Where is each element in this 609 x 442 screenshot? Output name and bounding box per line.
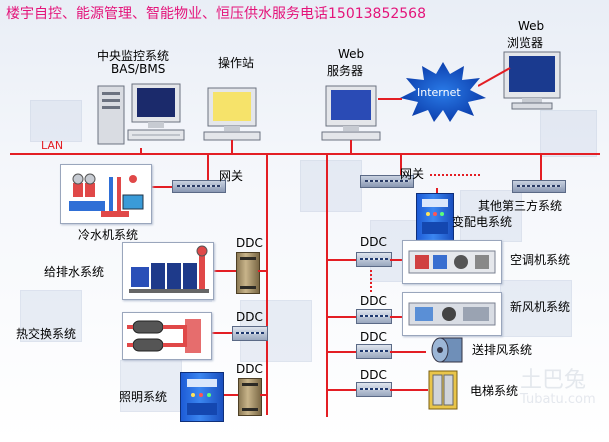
- third-party-gateway-device: [512, 180, 566, 193]
- background-tile: [30, 100, 82, 142]
- left-ddc-trunk: [266, 155, 268, 415]
- link-lighting-to-ddc: [222, 394, 238, 396]
- web-server-sublabel: 服务器: [327, 64, 364, 78]
- ac-system-label: 空调机系统: [510, 253, 571, 267]
- ddc-controller-ac: [356, 252, 392, 267]
- central-monitor-label: 中央监控系统: [97, 49, 170, 63]
- link-ddc-to-fresh: [390, 316, 404, 318]
- exhaust-fan-icon: [428, 334, 464, 366]
- link-trunk-to-ddc-fresh: [326, 316, 356, 318]
- background-tile: [120, 360, 182, 412]
- ddc-label: DDC: [360, 368, 387, 382]
- gateway-left-label: 网关: [219, 169, 244, 183]
- ddc-label: DDC: [236, 362, 263, 376]
- substation-label: 变配电系统: [452, 215, 513, 229]
- link-ddc-to-elevator: [390, 389, 428, 391]
- web-server-computer: [320, 84, 382, 142]
- ac-unit-image: [402, 240, 502, 284]
- link-lan-to-left-gateway: [207, 155, 209, 181]
- ddc-controller-lighting: [238, 378, 262, 416]
- background-tile: [540, 110, 597, 157]
- link-trunk-to-ddc-elevator: [326, 389, 356, 391]
- fresh-air-unit-image: [402, 292, 502, 336]
- right-ddc-trunk: [326, 155, 328, 417]
- gateway-device-right: [360, 175, 414, 188]
- web-server-label: Web: [338, 47, 365, 61]
- link-ddc-water: [258, 270, 266, 272]
- lighting-system-label: 照明系统: [119, 390, 168, 404]
- elevator-icon: [428, 370, 458, 410]
- gateway-device-left: [172, 180, 226, 193]
- exhaust-system-label: 送排风系统: [472, 343, 533, 357]
- link-water-to-ddc: [210, 270, 236, 272]
- link-workstation-to-lan: [231, 140, 233, 154]
- chiller-system-label: 冷水机系统: [78, 228, 139, 242]
- elevator-system-label: 电梯系统: [470, 384, 519, 398]
- banner-text: 楼宇自控、能源管理、智能物业、恒压供水服务电话15013852568: [6, 6, 426, 22]
- ddc-label: DDC: [360, 235, 387, 249]
- lighting-cabinet: [180, 372, 224, 422]
- ddc-controller-heat: [232, 326, 268, 341]
- ddc-controller-elevator: [356, 382, 392, 397]
- workstation-label: 操作站: [218, 56, 255, 70]
- link-server-to-lan: [350, 140, 352, 154]
- substation-cabinet: [416, 193, 454, 241]
- link-heat-to-ddc: [210, 332, 232, 334]
- watermark-domain-text: Tubatu.com: [520, 392, 596, 407]
- browser-sublabel: 浏览器: [507, 36, 544, 50]
- central-monitor-sublabel: BAS/BMS: [111, 62, 166, 76]
- background-tile: [20, 290, 82, 342]
- water-system-label: 给排水系统: [44, 265, 105, 279]
- heat-exchange-image: [122, 312, 212, 360]
- gateway-right-label: 网关: [400, 167, 425, 181]
- link-trunk-to-ddc-exhaust: [326, 351, 356, 353]
- fresh-air-system-label: 新风机系统: [510, 300, 571, 314]
- link-server-to-internet: [378, 98, 402, 100]
- lan-bus-line: [10, 153, 600, 155]
- link-internet-to-browser: [478, 66, 512, 88]
- ellipsis-dots: [370, 270, 376, 292]
- lan-label: LAN: [41, 139, 64, 152]
- gateway-dotted-link: [430, 174, 480, 178]
- water-system-image: [122, 242, 214, 300]
- watermark-logo-text: 土巴兔: [520, 368, 587, 393]
- ddc-controller-fresh-air: [356, 309, 392, 324]
- ddc-label: DDC: [360, 330, 387, 344]
- link-trunk-to-ddc-ac: [326, 259, 356, 261]
- central-monitor-computer: [96, 80, 186, 148]
- ddc-label: DDC: [236, 236, 263, 250]
- link-lan-to-third-party: [540, 155, 542, 181]
- link-gateway-to-substation: [436, 188, 438, 196]
- internet-label: Internet: [417, 86, 461, 99]
- ddc-controller-exhaust: [356, 344, 392, 359]
- chiller-system-image: [60, 164, 152, 224]
- link-ddc-to-exhaust: [390, 351, 426, 353]
- link-lan-to-right-gateway: [400, 155, 402, 175]
- ddc-label: DDC: [360, 294, 387, 308]
- ddc-label: DDC: [236, 310, 263, 324]
- heat-exchange-label: 热交换系统: [16, 327, 77, 341]
- background-tile: [460, 190, 522, 242]
- workstation-computer: [202, 86, 262, 142]
- internet-cloud-icon: [398, 60, 488, 124]
- ddc-controller-water: [236, 252, 260, 294]
- browser-label: Web: [518, 19, 545, 33]
- link-central-to-lan: [140, 148, 142, 154]
- browser-monitor: [502, 50, 562, 112]
- link-ddc-lighting: [260, 394, 266, 396]
- background-tile: [300, 160, 362, 212]
- link-ddc-to-ac: [390, 259, 404, 261]
- third-party-label: 其他第三方系统: [478, 199, 563, 213]
- link-gateway-to-chiller: [150, 186, 172, 188]
